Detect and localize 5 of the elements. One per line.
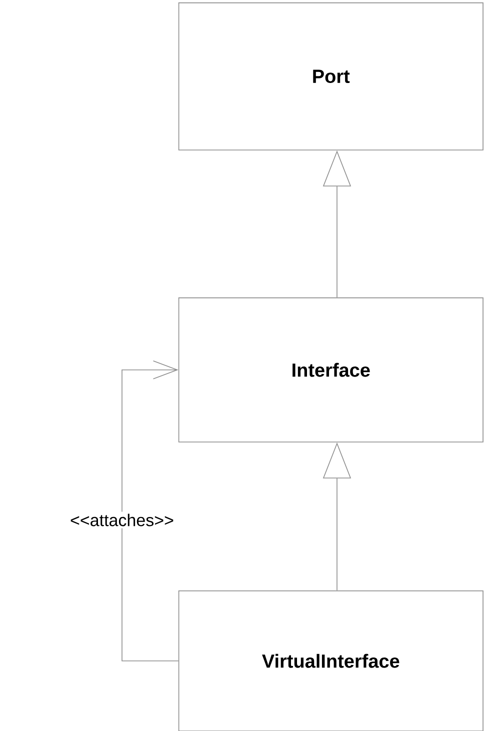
edge-label: <<attaches>> (70, 514, 174, 526)
class-box: Interface (178, 297, 484, 442)
class-box: Port (178, 2, 484, 150)
arrow (122, 360, 179, 662)
class-box: VirtualInterface (178, 590, 484, 731)
